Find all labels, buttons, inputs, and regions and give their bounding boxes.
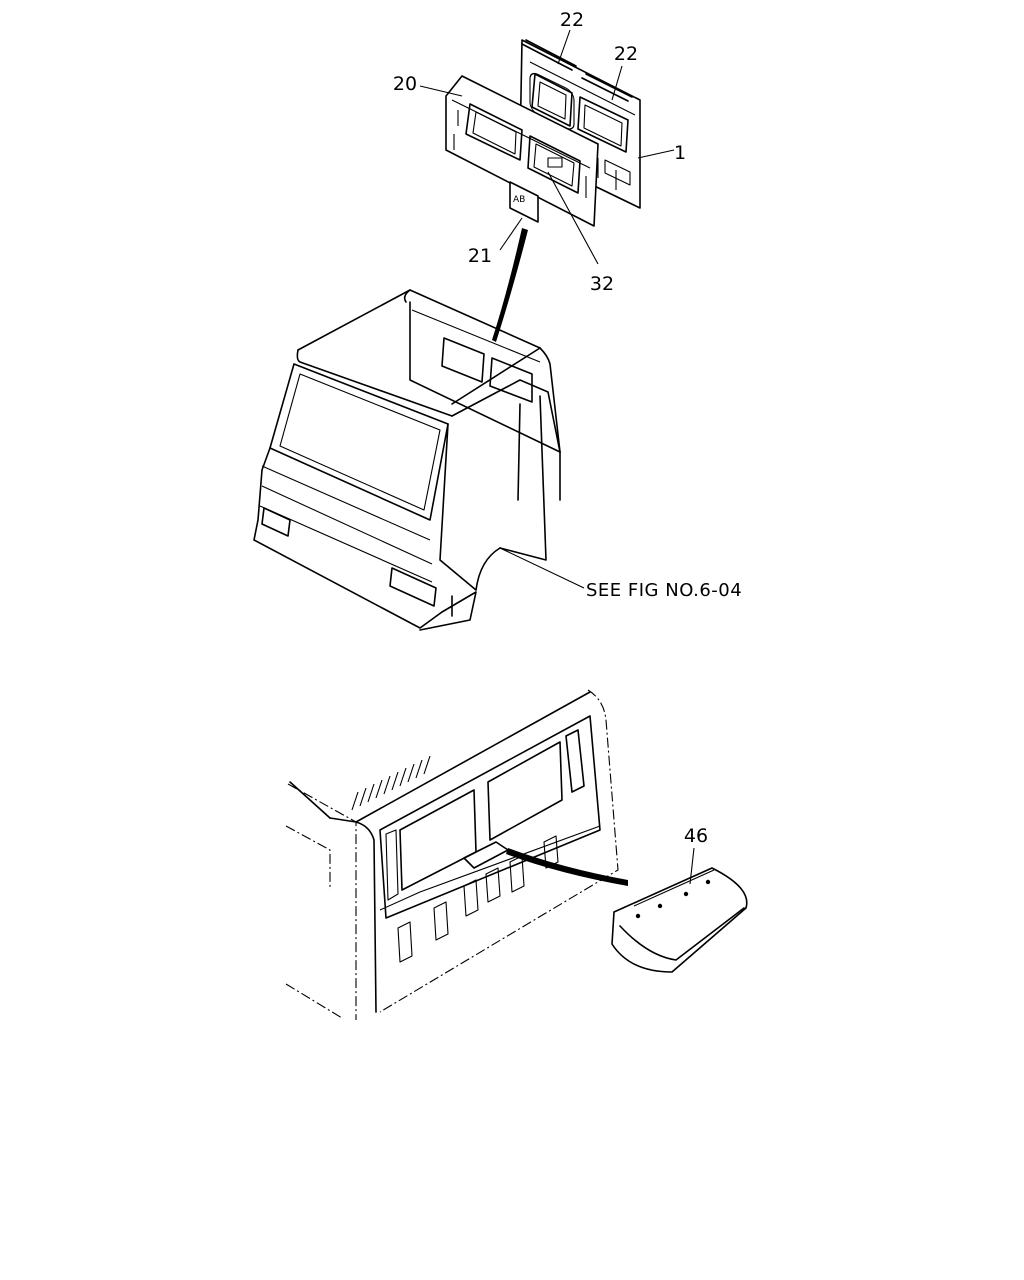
part-20-front-panel (445, 75, 599, 227)
callout-20: 20 (393, 73, 417, 95)
cab-rear-detail (285, 689, 619, 1020)
callout-21: 21 (468, 245, 492, 267)
reference-note: SEE FIG NO.6-04 (586, 580, 742, 601)
part-22-strips (521, 39, 633, 102)
svg-text:AB: AB (513, 195, 525, 205)
callout-22-left: 22 (560, 9, 584, 31)
back-panel-assembly: AB (419, 29, 675, 265)
roof-hatching (351, 755, 431, 811)
callout-46: 46 (684, 825, 708, 847)
callout-22-right: 22 (614, 43, 638, 65)
connector-arrow-bottom (506, 848, 628, 886)
part-1-rear-panel (519, 39, 641, 209)
connector-arrow-top (492, 228, 528, 342)
part-21-label: AB (509, 181, 539, 223)
callout-32: 32 (590, 273, 614, 295)
part-46-cover (611, 867, 748, 973)
callout-1: 1 (674, 142, 686, 164)
truck-cab-illustration (253, 289, 561, 631)
